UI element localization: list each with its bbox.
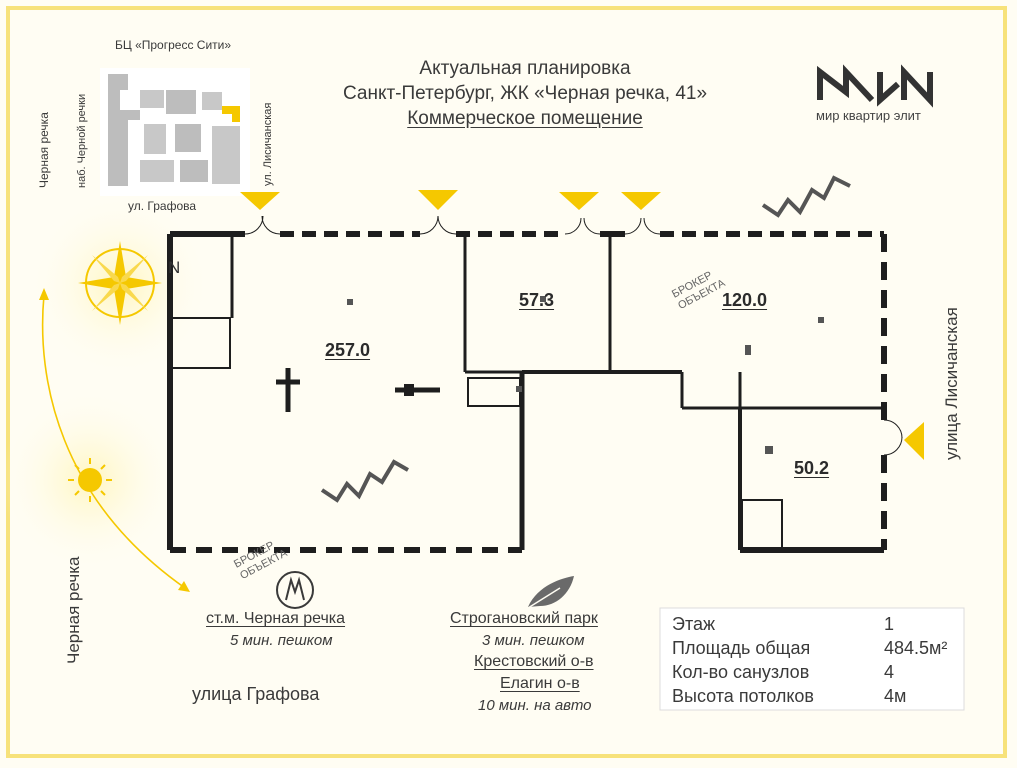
info-label-ceiling: Высота потолков (672, 686, 814, 706)
entrance-markers (240, 190, 924, 460)
leaf-icon (527, 576, 574, 609)
minimap-right-label: ул. Лисичанская (262, 102, 274, 186)
street-left-label: Черная речка (64, 556, 83, 664)
room-area-4: 50.2 (794, 458, 830, 478)
info-label-floor: Этаж (672, 614, 716, 634)
mkl-logo-icon (817, 64, 933, 108)
park-name: Строгановский парк (450, 610, 598, 627)
logo-caption: мир квартир элит (816, 108, 921, 123)
minimap-left-label: наб. Черной речки (76, 93, 88, 188)
title-line-2: Санкт-Петербург, ЖК «Черная речка, 41» (342, 83, 708, 104)
title-line-1: Актуальная планировка (419, 58, 631, 79)
watermark-logo-icon (320, 175, 851, 503)
info-value-ceiling: 4м (884, 686, 907, 706)
room-area-3: 120.0 (722, 290, 768, 310)
metro-icon (276, 571, 314, 609)
info-value-floor: 1 (884, 614, 895, 634)
decorative-frame (6, 6, 1007, 758)
info-label-area: Площадь общая (672, 638, 811, 658)
park-time: 3 мин. пешком (482, 632, 585, 649)
room-area-2: 57.3 (519, 290, 555, 310)
compass-rose-icon (78, 241, 162, 325)
room-area-1: 257.0 (325, 340, 371, 360)
minimap-bottom-label: ул. Графова (128, 199, 197, 213)
park-place-2: Елагин о-в (500, 675, 580, 692)
minimap (100, 68, 250, 196)
park-place-1: Крестовский о-в (474, 653, 594, 670)
minimap-top-label: БЦ «Прогресс Сити» (115, 38, 232, 52)
floor-plan (167, 215, 903, 553)
sun-icon (68, 458, 112, 502)
compass-north-label: N (168, 258, 181, 277)
info-table-box (659, 607, 965, 711)
park-time-2: 10 мин. на авто (478, 697, 592, 714)
metro-station: ст.м. Черная речка (206, 610, 346, 627)
minimap-outer-left-label: Черная речка (37, 112, 51, 188)
street-right-label: улица Лисичанская (942, 307, 961, 460)
building-highlight (222, 106, 240, 122)
title-line-3: Коммерческое помещение (407, 108, 643, 129)
metro-time: 5 мин. пешком (230, 632, 333, 649)
info-label-bathrooms: Кол-во санузлов (672, 662, 810, 682)
info-value-bathrooms: 4 (884, 662, 895, 682)
sun-path-arc (41, 294, 186, 589)
info-value-area: 484.5м² (884, 638, 948, 658)
street-bottom-label: улица Графова (192, 684, 320, 704)
